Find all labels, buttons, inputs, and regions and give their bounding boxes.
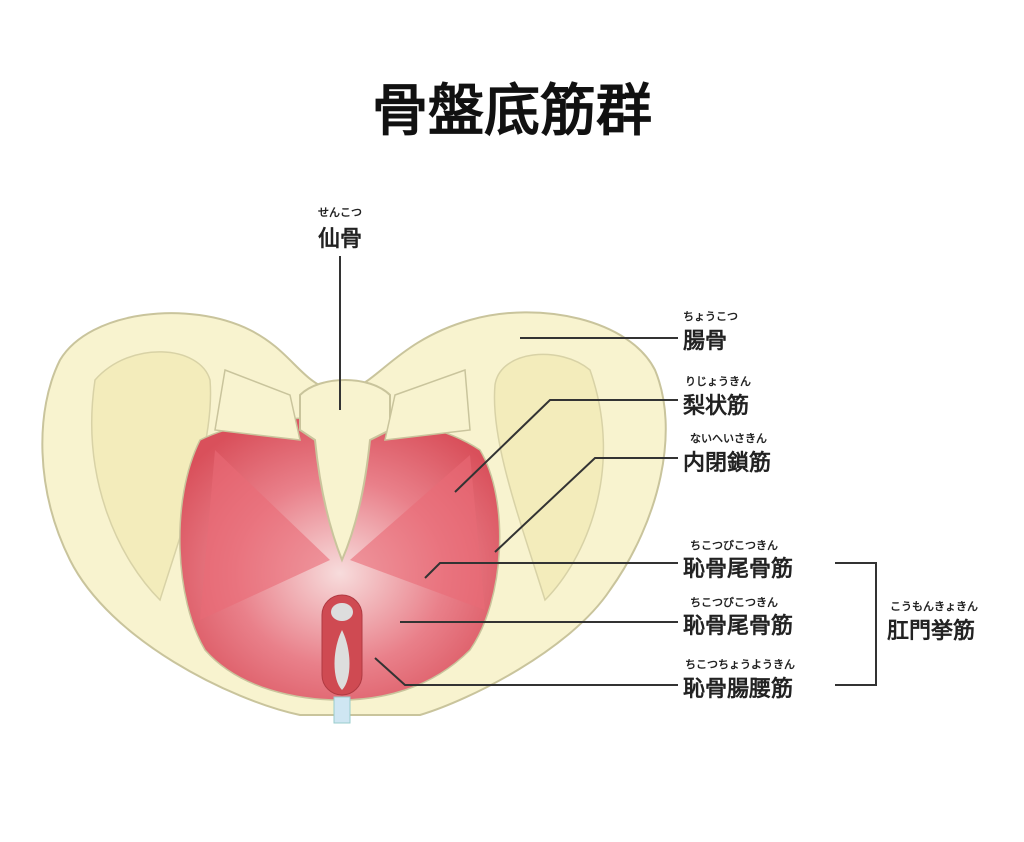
label-piriformis: りじょうきん 梨状筋	[683, 375, 751, 419]
leader-lines	[339, 256, 877, 686]
svg-text:ちょうこつ: ちょうこつ	[683, 310, 738, 323]
svg-text:肛門挙筋: 肛門挙筋	[887, 618, 975, 644]
svg-text:仙骨: 仙骨	[318, 226, 362, 252]
pelvis-illustration	[41, 311, 667, 724]
label-ilium: ちょうこつ 腸骨	[683, 310, 738, 354]
svg-text:恥骨腸腰筋: 恥骨腸腰筋	[683, 676, 793, 702]
levator-ani-bracket	[835, 562, 877, 686]
label-obturator-internus: ないへいさきん 内閉鎖筋	[683, 432, 771, 476]
svg-text:ちこつびこつきん: ちこつびこつきん	[690, 538, 778, 552]
svg-text:腸骨: 腸骨	[683, 329, 727, 354]
label-pubococcygeus-1: ちこつびこつきん 恥骨尾骨筋	[683, 538, 793, 582]
label-pubococcygeus-2: ちこつびこつきん 恥骨尾骨筋	[683, 595, 793, 639]
svg-text:ないへいさきん: ないへいさきん	[690, 432, 767, 445]
page-title: 骨盤底筋群	[372, 79, 652, 144]
svg-text:こうもんきょきん: こうもんきょきん	[890, 600, 978, 613]
svg-text:せんこつ: せんこつ	[318, 206, 362, 219]
svg-text:梨状筋: 梨状筋	[683, 393, 749, 419]
label-iliopsoas: ちこつちょうようきん 恥骨腸腰筋	[683, 658, 795, 702]
svg-text:恥骨尾骨筋: 恥骨尾骨筋	[683, 556, 793, 582]
label-levator-ani: こうもんきょきん 肛門挙筋	[887, 600, 978, 644]
sacrum-bone	[299, 379, 391, 563]
label-sacrum: せんこつ 仙骨	[318, 206, 362, 252]
svg-text:ちこつびこつきん: ちこつびこつきん	[690, 595, 778, 609]
svg-text:内閉鎖筋: 内閉鎖筋	[683, 450, 771, 476]
svg-text:りじょうきん: りじょうきん	[685, 375, 751, 388]
svg-text:ちこつちょうようきん: ちこつちょうようきん	[685, 658, 795, 671]
svg-text:恥骨尾骨筋: 恥骨尾骨筋	[683, 613, 793, 639]
